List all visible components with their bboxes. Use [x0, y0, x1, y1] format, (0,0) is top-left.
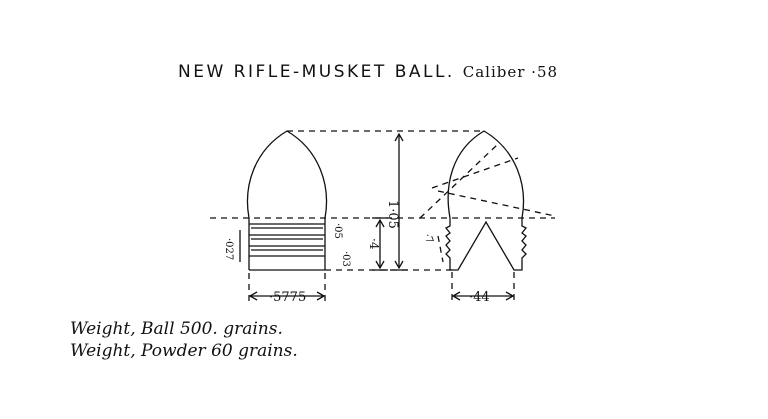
construction-lines — [210, 130, 556, 305]
base-diameter-arrows — [248, 291, 326, 301]
ball-ogive — [246, 130, 328, 219]
overall-length-label: 1·05 — [385, 200, 400, 229]
grooved-length-arrows — [375, 218, 385, 270]
diagram-title: NEW RIFLE-MUSKET BALL. Caliber ·58 — [178, 62, 558, 82]
ball-weight-text: Weight, Ball 500. grains. — [70, 319, 283, 339]
section-ogive — [447, 130, 525, 219]
cavity-note-leader — [437, 235, 444, 263]
grooved-length-label: ·4 — [367, 238, 381, 250]
groove-depth-label-c: ·027 — [223, 238, 234, 260]
title-caliber: Caliber ·58 — [462, 63, 559, 81]
ball-body-outline — [248, 218, 326, 271]
ogive-radius-line-b — [419, 144, 498, 219]
dimension-lines — [239, 132, 515, 301]
cavity-width-arrows — [451, 291, 515, 301]
cannelure-grooves — [249, 223, 325, 257]
ball-section — [444, 130, 528, 271]
overall-length-arrows — [394, 132, 404, 270]
groove-depth-label-b: ·03 — [340, 251, 351, 267]
groove-depth-label-a: ·05 — [332, 223, 343, 239]
powder-weight-text: Weight, Powder 60 grains. — [70, 341, 298, 361]
cavity-width-label: ·44 — [469, 290, 490, 305]
cavity-note-label: ·7 — [421, 232, 435, 245]
ogive-radius-line-c — [437, 190, 556, 217]
section-body-with-cavity — [444, 218, 528, 271]
title-main: NEW RIFLE-MUSKET BALL. — [178, 62, 455, 82]
ball-exterior — [246, 130, 328, 271]
ogive-radius-line-a — [431, 157, 519, 189]
base-diameter-label: ·5775 — [269, 290, 306, 305]
